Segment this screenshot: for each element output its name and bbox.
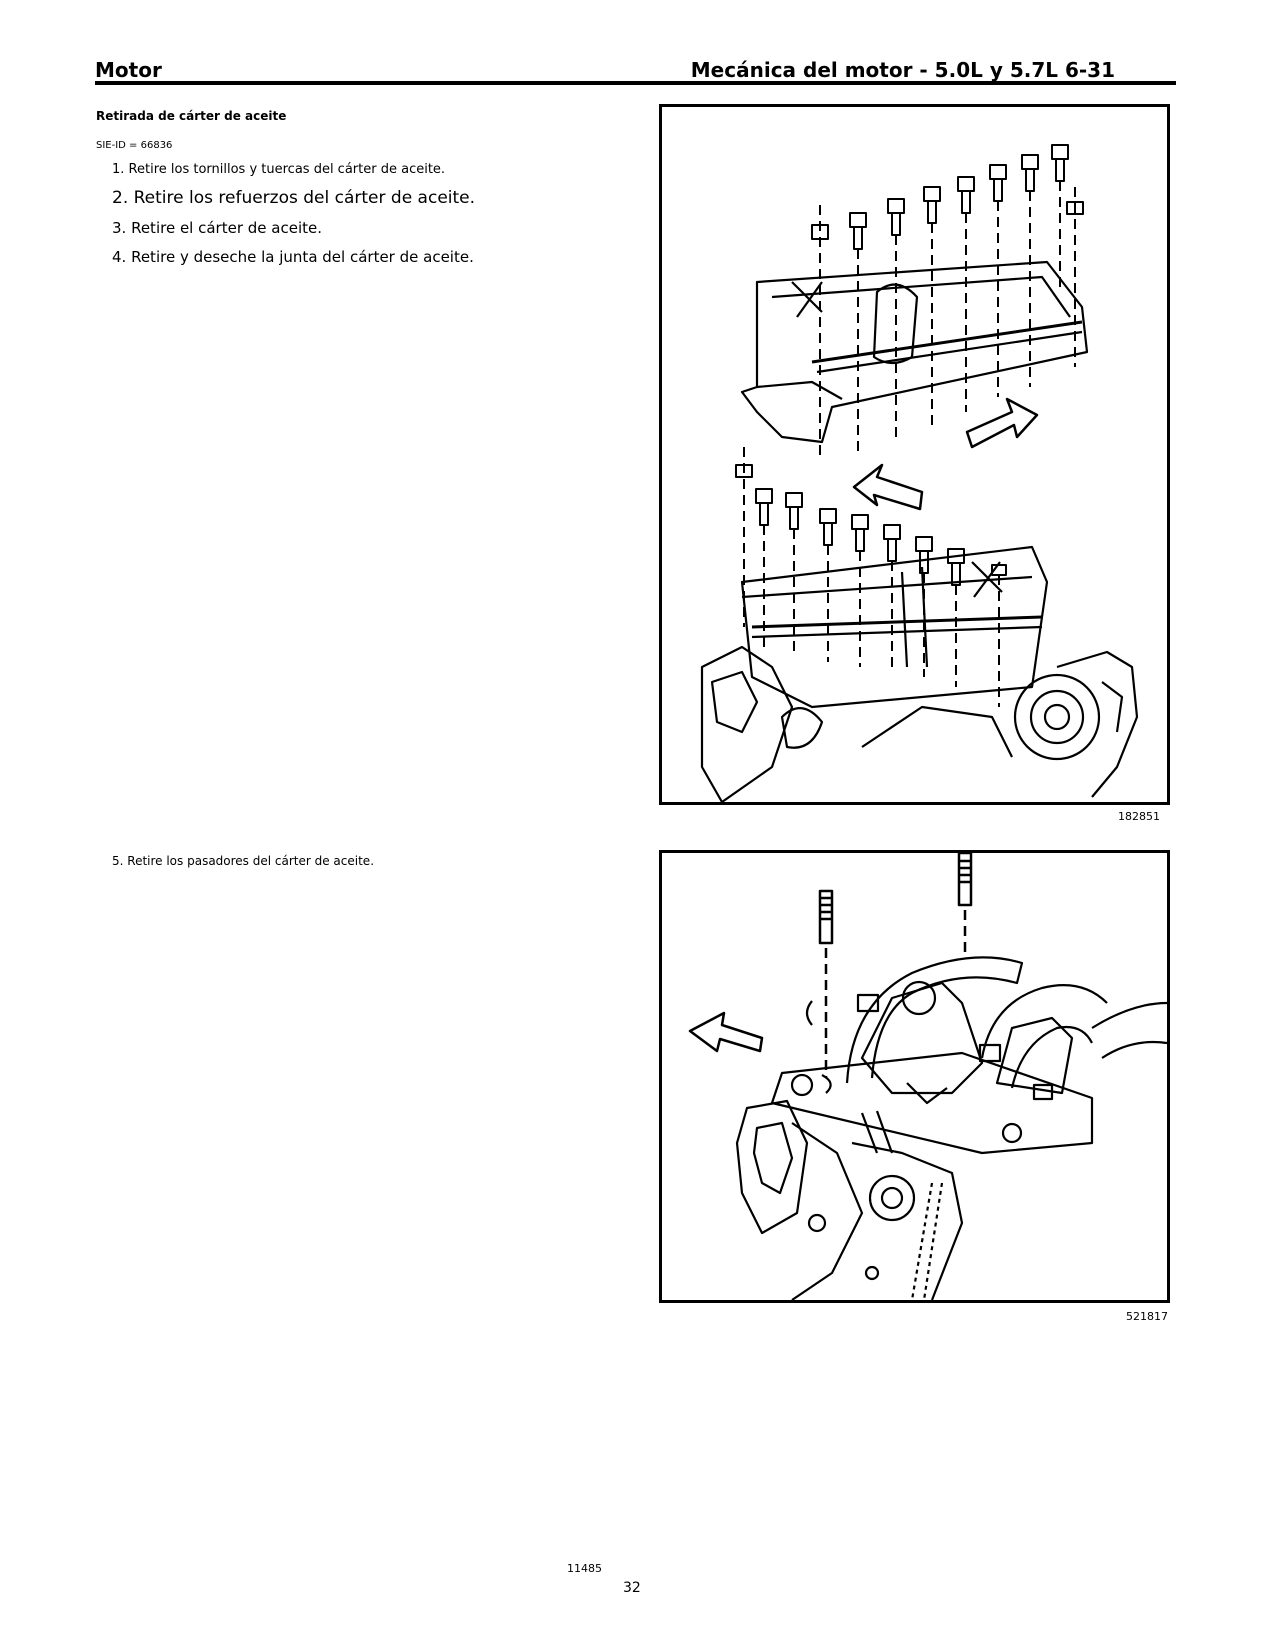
header-section-title: Motor — [95, 58, 162, 82]
page-number: 32 — [623, 1580, 641, 1596]
step-2: 2. Retire los refuerzos del cárter de ac… — [112, 188, 476, 208]
oil-pan-illustration — [659, 104, 1170, 805]
step-4: 4. Retire y deseche la junta del cárter … — [112, 248, 474, 266]
header-manual-title: Mecánica del motor - 5.0L y 5.7L 6-31 — [690, 58, 1115, 82]
step-5: 5. Retire los pasadores del cárter de ac… — [112, 854, 375, 868]
step-1: 1. Retire los tornillos y tuercas del cá… — [112, 162, 446, 177]
procedure-title: Retirada de cárter de aceite — [96, 109, 287, 123]
step-3: 3. Retire el cárter de aceite. — [112, 219, 322, 237]
sie-id: SIE-ID = 66836 — [96, 140, 173, 151]
figure-2-id: 521817 — [1126, 1310, 1168, 1323]
figure-1-id: 182851 — [1118, 810, 1160, 823]
dowel-pin-illustration — [659, 850, 1170, 1303]
header-divider — [95, 81, 1176, 85]
footer-code: 11485 — [567, 1562, 602, 1575]
